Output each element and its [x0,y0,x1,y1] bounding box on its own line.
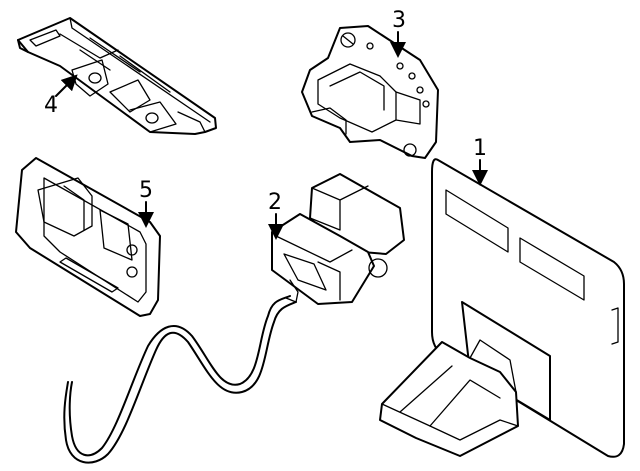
callout-4: 4 [44,93,58,118]
callout-4-leader [55,74,78,97]
bracket-part-3 [301,25,439,159]
callout-5: 5 [139,178,153,203]
latch-strip-part-4 [17,17,217,135]
callout-3: 3 [392,8,406,33]
bezel-part-5 [15,157,161,317]
camera-part-2 [63,173,405,464]
callout-2: 2 [268,190,282,215]
panel-part-1 [379,158,625,458]
callout-1: 1 [473,136,487,161]
